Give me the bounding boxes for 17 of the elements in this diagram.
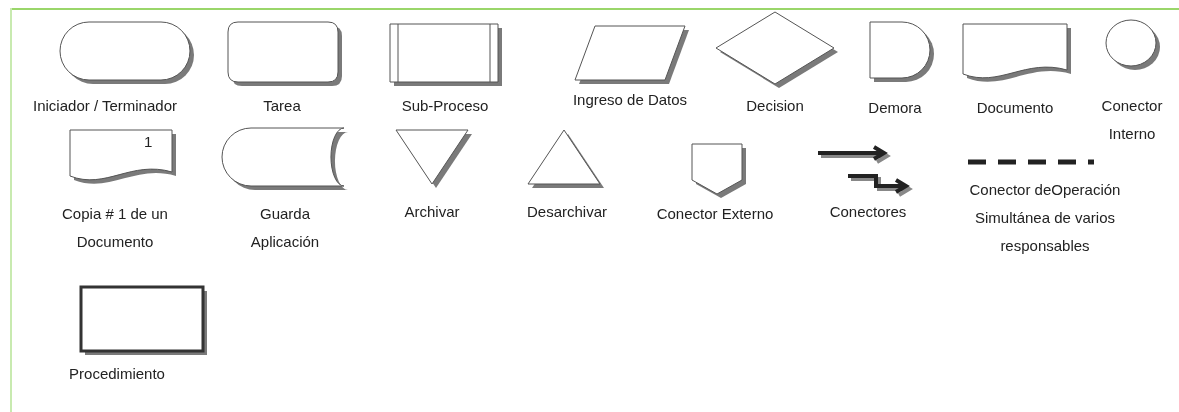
symbol-caption: Documento	[975, 98, 1055, 118]
dashed-connector-caption: Conector deOperación Simultánea de varios responsables	[968, 180, 1122, 256]
symbol-caption: Guarda Aplicación	[249, 204, 321, 252]
symbol-caption: Conector Interno	[1100, 96, 1164, 144]
symbol-caption: Iniciador / Terminador	[32, 96, 178, 116]
symbol-caption: Archivar	[403, 202, 461, 222]
symbol-caption: Tarea	[262, 96, 302, 116]
symbol-caption: Demora	[867, 98, 923, 118]
symbol-caption: Procedimiento	[68, 364, 166, 384]
copy-number: 1	[144, 132, 153, 152]
symbol-caption: Decision	[745, 96, 805, 116]
connectors-caption: Conectores	[828, 202, 908, 222]
symbol-caption: Desarchivar	[526, 202, 608, 222]
symbol-caption: Copia # 1 de un Documento	[61, 204, 169, 252]
symbol-caption: Ingreso de Datos	[571, 90, 689, 110]
symbol-caption: Sub-Proceso	[400, 96, 490, 116]
symbol-caption: Conector Externo	[655, 204, 775, 224]
